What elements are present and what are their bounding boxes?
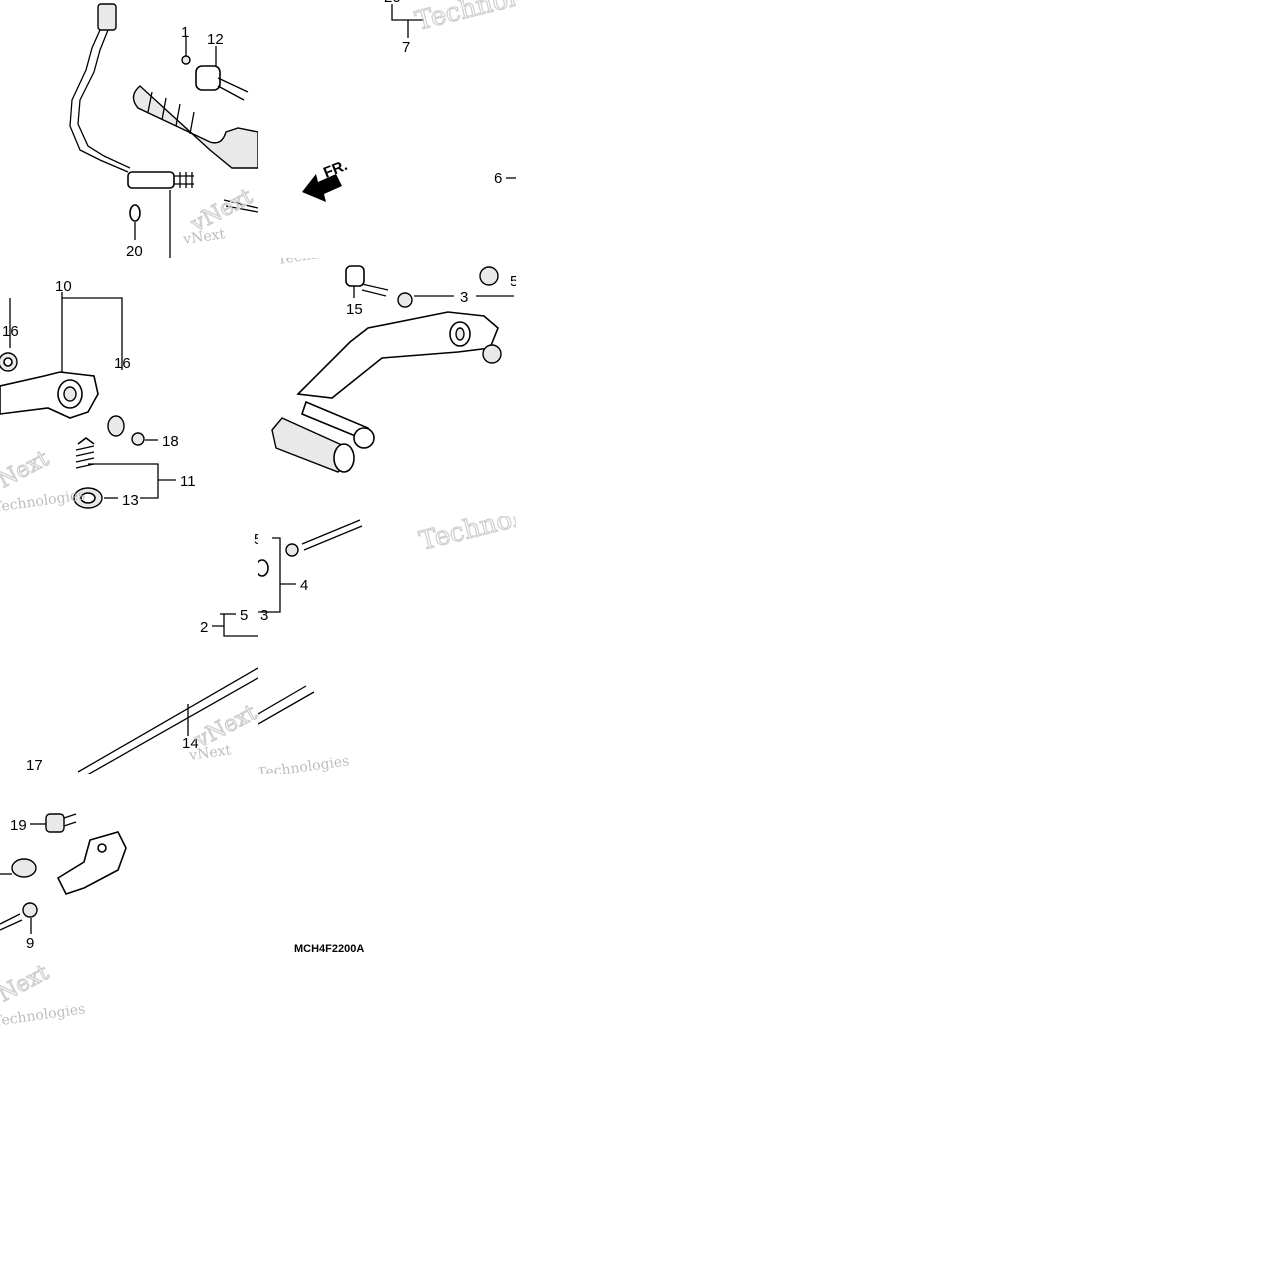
callout-11: 11 <box>180 473 196 490</box>
watermark-text: Technologies <box>0 487 86 516</box>
watermark-text: Technologies <box>0 1001 86 1030</box>
diagram-tile-shift-pedal: Technologies 15 3 5 <box>258 258 516 516</box>
shift-rod-continued <box>258 685 315 725</box>
watermark-text: Technologies <box>416 516 516 557</box>
bolt-15 <box>345 265 389 297</box>
nut-3 <box>397 292 413 308</box>
joint-5 <box>479 266 499 286</box>
callout-13: 13 <box>122 492 139 509</box>
nut-9 <box>22 902 38 918</box>
joint-ball <box>11 858 37 878</box>
callout-20: 20 <box>384 0 401 6</box>
direction-label: FR. <box>321 157 350 182</box>
bolt-12 <box>195 65 249 101</box>
watermark-text: vNext <box>187 742 232 764</box>
shift-rod-14 <box>77 667 258 774</box>
callout-16: 16 <box>2 323 19 340</box>
spring-clip-20 <box>129 204 141 240</box>
seal-16b <box>107 415 125 437</box>
callout-17: 17 <box>26 757 43 774</box>
bolt-19 <box>45 813 77 833</box>
diagram-tile-linkage: Technologies 4 3 Technologies <box>258 516 516 774</box>
spring-11 <box>75 437 95 469</box>
callout-15: 15 <box>346 301 363 318</box>
footpeg-rubber <box>132 85 258 169</box>
diagram-tile-footpeg: 1 12 20 vNext vNext <box>0 0 258 258</box>
pivot-arm <box>56 831 127 895</box>
shift-arm <box>0 371 99 419</box>
switch-connector <box>69 3 131 173</box>
callout-5: 5 <box>240 607 248 624</box>
nut-1 <box>181 55 191 65</box>
pedal-arm <box>296 311 499 399</box>
watermark-text: Technologies <box>258 753 350 774</box>
watermark-text: vNext <box>181 226 226 248</box>
watermark-text: Technologies <box>412 0 516 37</box>
callout-18: 18 <box>162 433 179 450</box>
pedal-rubber <box>271 400 375 473</box>
tie-rod-end <box>285 519 363 557</box>
diagram-tile-bracket: 20 7 Technologies FR. 6 <box>258 0 516 258</box>
callout-4: 4 <box>300 577 308 594</box>
callout-5: 5 <box>510 273 516 290</box>
callout-9: 9 <box>26 935 34 952</box>
callout-16: 16 <box>114 355 131 372</box>
spring <box>223 199 258 213</box>
nut-18 <box>131 432 145 446</box>
diagram-tile-rod: 5 5 2 14 17 vNext vNext <box>0 516 258 774</box>
callout-19: 19 <box>10 817 27 834</box>
callout-14: 14 <box>182 735 199 752</box>
neutral-switch <box>127 171 194 189</box>
callout-3: 3 <box>260 607 268 624</box>
bolt-end <box>0 913 23 931</box>
diagram-tile-shift-arm: 10 16 16 18 11 1 <box>0 258 258 516</box>
diagram-tile-pivot: 19 9 Technologies vNext <box>0 774 258 1032</box>
diagram-code-area: MCH4F2200A <box>258 930 516 970</box>
callout-3: 3 <box>460 289 468 306</box>
collar-13 <box>73 487 103 509</box>
callout-1: 1 <box>181 24 189 41</box>
front-direction-arrow: FR. <box>302 157 350 202</box>
callout-7: 7 <box>402 39 410 56</box>
callout-10: 10 <box>55 278 72 295</box>
callout-2: 2 <box>200 619 208 636</box>
callout-5: 5 <box>254 531 258 548</box>
diagram-code: MCH4F2200A <box>294 943 364 955</box>
callout-12: 12 <box>207 31 224 48</box>
nut-3b <box>482 344 502 364</box>
callout-20: 20 <box>126 243 143 258</box>
callout-6: 6 <box>494 170 502 187</box>
